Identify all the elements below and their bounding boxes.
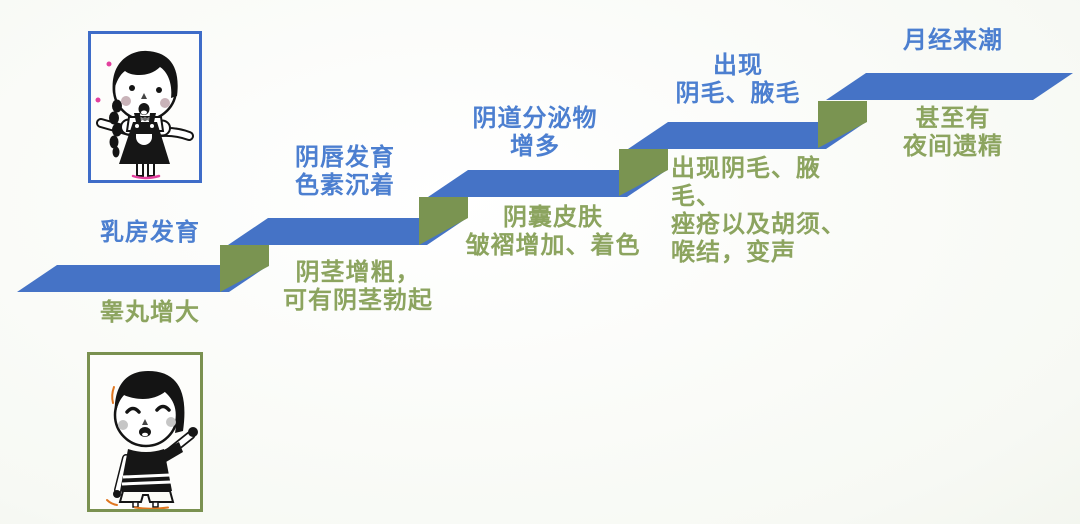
tread-2 [228, 218, 467, 245]
boy-stage-2-label: 阴茎增粗， 可有阴茎勃起 [283, 259, 433, 314]
boy-stage-4-label: 出现阴毛、腋毛、 痤疮以及胡须、 喉结，变声 [671, 155, 846, 266]
tread-4 [628, 122, 866, 149]
girl-stage-3-label: 阴道分泌物 增多 [472, 105, 598, 160]
girl-stage-2-label: 阴唇发育 色素沉着 [295, 144, 395, 199]
girl-stage-4-label: 出现 阴毛、腋毛 [675, 52, 801, 107]
boy-photo-frame [87, 352, 203, 512]
girl-dress [119, 113, 170, 164]
girl-stage-5-label: 月经来潮 [903, 27, 1003, 54]
boy-shorts [118, 490, 175, 508]
tread-1 [17, 265, 269, 292]
boy-stage-3-label: 阴囊皮肤 皱褶增加、着色 [465, 204, 641, 259]
tread-3 [428, 170, 667, 197]
boy-shirt [120, 442, 183, 491]
girl-stage-1-label: 乳房发育 [100, 219, 200, 246]
boy-head [111, 371, 185, 448]
girl-legs [136, 161, 155, 177]
riser-4 [818, 101, 867, 148]
tread-5 [826, 73, 1073, 100]
boy-illustration-icon [106, 371, 198, 509]
girl-photo-frame [88, 31, 202, 183]
girl-illustration-icon [95, 50, 194, 180]
boy-stage-5-label: 甚至有 夜间遗精 [903, 105, 1003, 160]
riser-2 [419, 197, 468, 245]
boy-stage-1-label: 睾丸增大 [100, 299, 200, 326]
riser-1 [220, 245, 269, 292]
girl-head [95, 50, 178, 158]
riser-3 [619, 149, 668, 196]
